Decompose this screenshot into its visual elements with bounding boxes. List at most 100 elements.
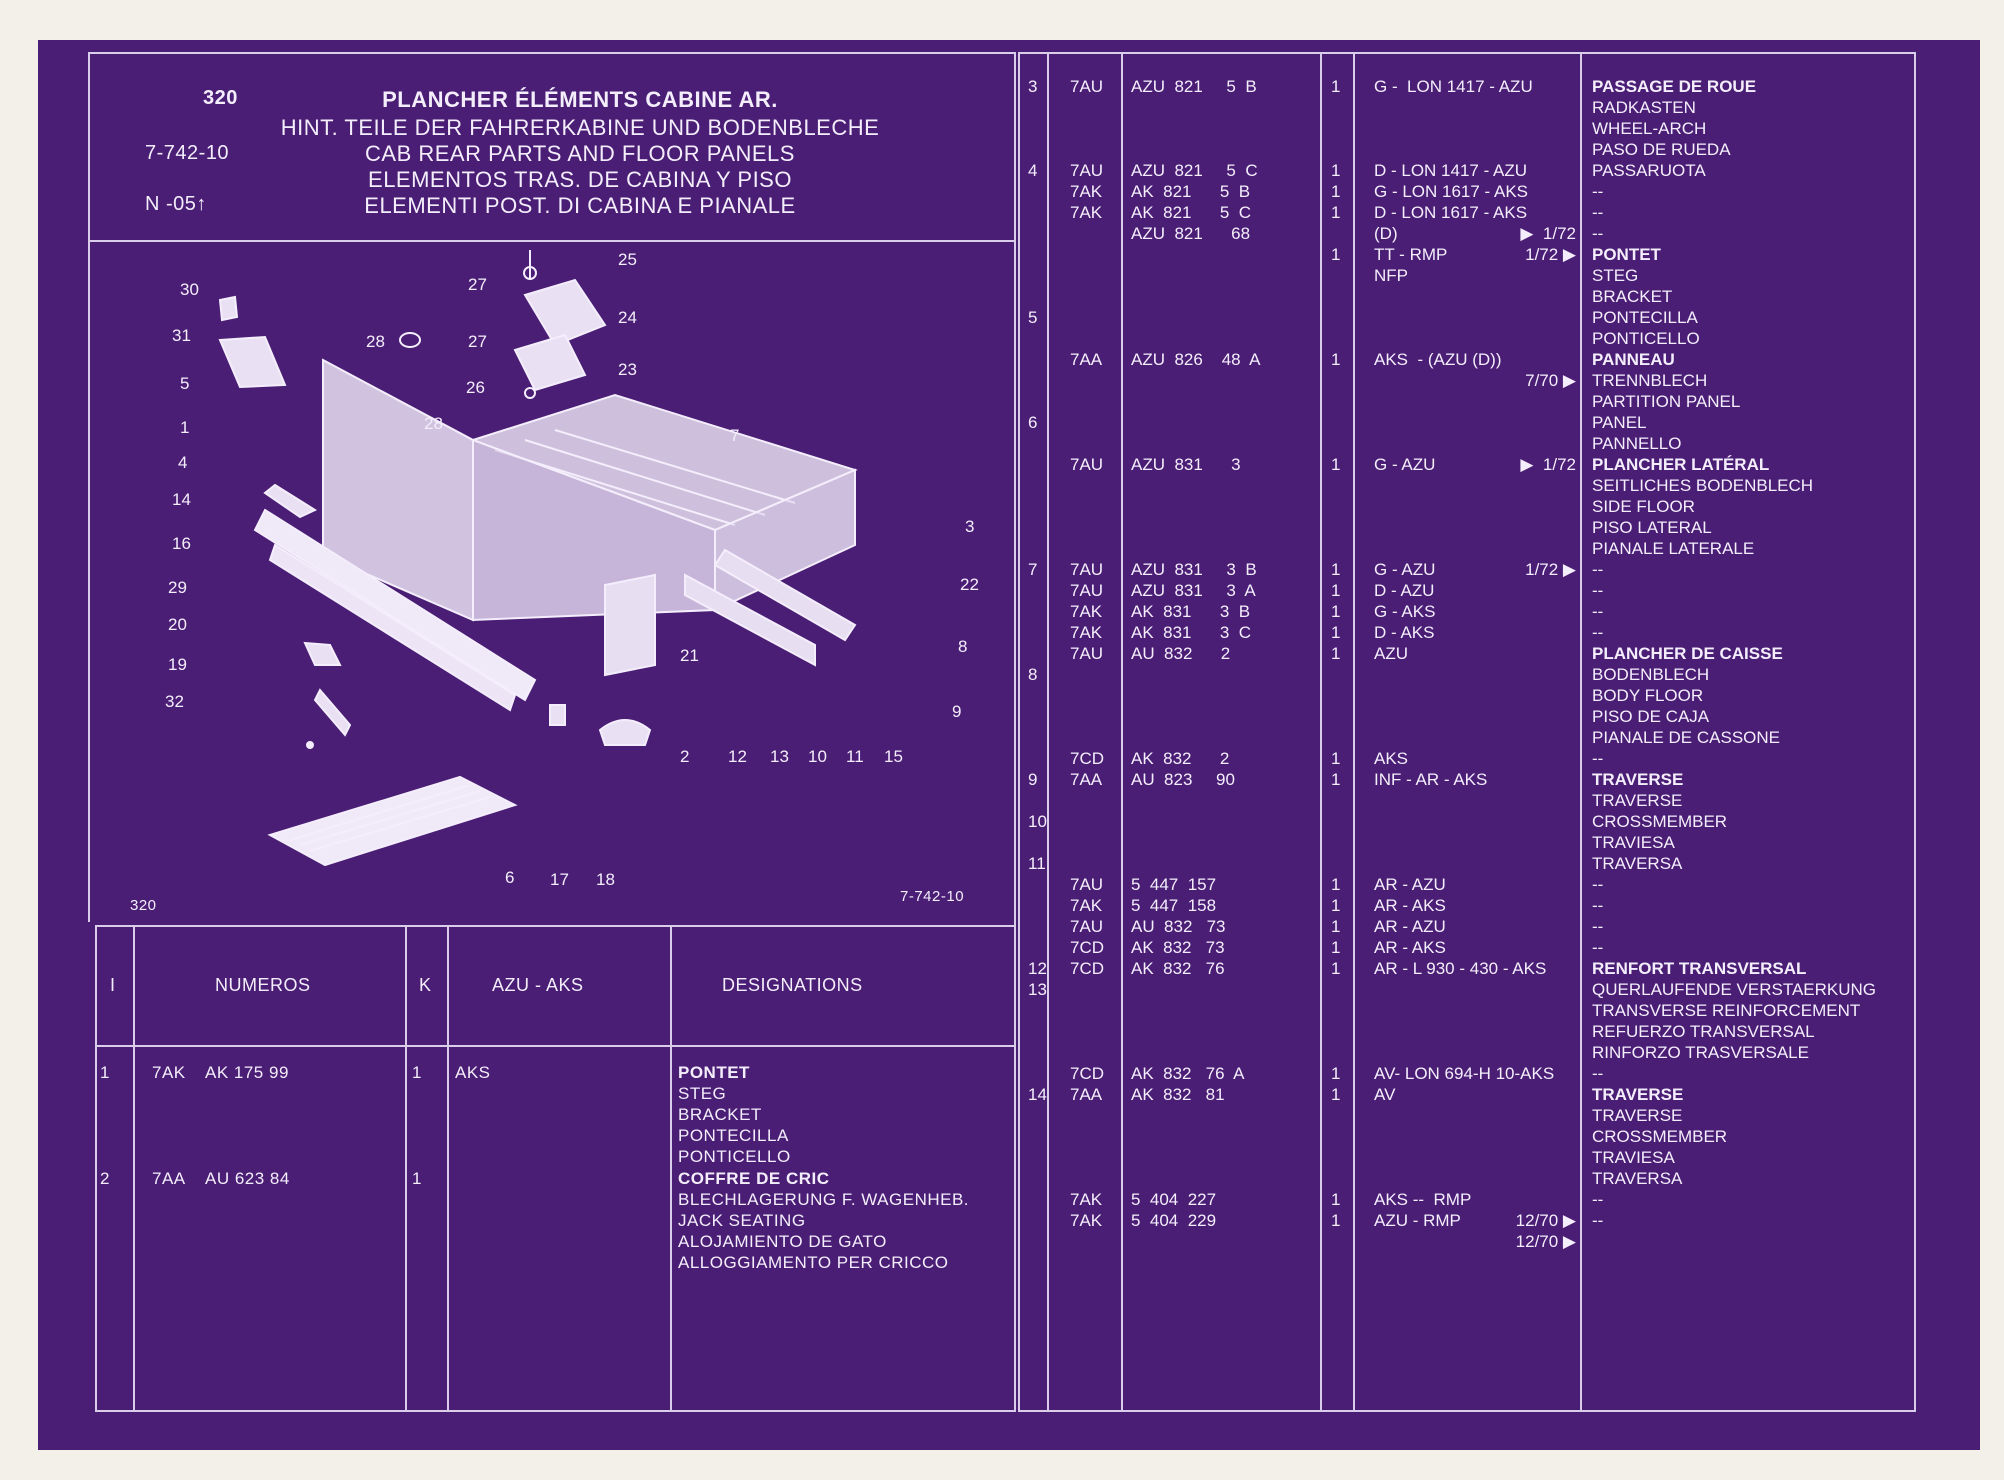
header-code: 7-742-10	[145, 142, 230, 164]
row-mark	[1480, 1063, 1576, 1084]
diagram-ref-left: 320	[130, 897, 157, 914]
row-code	[1070, 1147, 1104, 1168]
callout-20: 20	[168, 615, 187, 634]
row-k: 1	[1331, 875, 1341, 894]
row-code: 7CD	[1070, 938, 1105, 957]
row-item	[1028, 265, 1047, 286]
diagram-ref-right: 7-742-10	[900, 888, 965, 905]
row-number	[1131, 412, 1260, 433]
row-item: 11	[1028, 854, 1046, 873]
row-number: AK 832 73	[1131, 938, 1225, 957]
row-item	[1028, 454, 1047, 475]
row-code	[1070, 790, 1104, 811]
row-k	[1331, 727, 1340, 748]
row-number: AK 175 99	[205, 1063, 289, 1082]
row-k: 1	[1331, 1211, 1341, 1230]
row-designation: --	[1592, 560, 1604, 579]
row-code: 7CD	[1070, 1064, 1105, 1083]
row-k	[1331, 286, 1340, 307]
rule	[95, 1410, 1015, 1412]
row-designation: QUERLAUFENDE VERSTAERKUNG	[1592, 980, 1877, 999]
row-azu: AKS -- RMP	[1374, 1190, 1472, 1209]
row-designation-line: PONTECILLA	[678, 1126, 789, 1145]
callout-6: 6	[505, 868, 515, 887]
row-code	[1070, 664, 1104, 685]
rule	[1014, 52, 1016, 1412]
row-azu: D - LON 1417 - AZU	[1374, 161, 1528, 180]
row-mark	[1480, 139, 1576, 160]
callout-10: 10	[808, 747, 827, 766]
row-mark: 12/70 ▶	[1515, 1211, 1576, 1230]
row-designation: TRAVERSE	[1592, 1085, 1684, 1104]
row-azu: D - LON 1617 - AKS	[1374, 203, 1528, 222]
row-code: 7AA	[1070, 770, 1103, 789]
row-k: 1	[1331, 623, 1341, 642]
row-number: AU 823 90	[1131, 770, 1235, 789]
row-k	[1331, 1042, 1340, 1063]
row-item	[1028, 1042, 1047, 1063]
rule	[133, 925, 135, 1412]
row-k: 1	[1331, 203, 1341, 222]
row-mark: 1/72 ▶	[1525, 560, 1576, 579]
row-number	[1131, 1042, 1260, 1063]
row-item: 7	[1028, 560, 1038, 579]
row-item	[1028, 643, 1047, 664]
row-designation: --	[1592, 1190, 1604, 1209]
col-header-numeros: NUMEROS	[215, 975, 311, 995]
row-mark	[1480, 874, 1576, 895]
row-designation: TRENNBLECH	[1592, 371, 1708, 390]
row-k: 1	[1331, 896, 1341, 915]
row-mark	[1480, 727, 1576, 748]
row-mark	[1480, 412, 1576, 433]
row-item	[1028, 496, 1047, 517]
row-item	[1028, 139, 1047, 160]
row-designation: CROSSMEMBER	[1592, 812, 1728, 831]
rule	[1580, 52, 1582, 1412]
row-mark	[1480, 181, 1576, 202]
rule	[1018, 52, 1916, 54]
side-sill	[253, 508, 537, 702]
row-mark	[1480, 391, 1576, 412]
row-item: 8	[1028, 665, 1038, 684]
row-code	[1070, 706, 1104, 727]
row-code	[1070, 979, 1104, 1000]
row-item	[1028, 349, 1047, 370]
row-mark	[1480, 286, 1576, 307]
row-code	[1070, 496, 1104, 517]
row-number	[1131, 1000, 1260, 1021]
row-k	[1331, 370, 1340, 391]
row-designation: --	[1592, 623, 1604, 642]
row-code: 7AA	[1070, 1085, 1103, 1104]
row-mark	[1480, 1147, 1576, 1168]
row-k	[1331, 811, 1340, 832]
callout-27b: 27	[468, 332, 487, 351]
row-k	[1331, 664, 1340, 685]
row-mark	[1480, 1168, 1576, 1189]
row-number: AK 831 3 C	[1131, 623, 1252, 642]
callout-7: 7	[730, 426, 740, 445]
row-number	[1131, 1021, 1260, 1042]
row-k	[1331, 538, 1340, 559]
row-mark	[1480, 706, 1576, 727]
row-number: AZU 821 5 C	[1131, 161, 1258, 180]
row-item	[1028, 118, 1047, 139]
callout-9: 9	[952, 702, 962, 721]
row-item: 12	[1028, 959, 1047, 978]
row-designation: WHEEL-ARCH	[1592, 119, 1707, 138]
row-k	[1331, 328, 1340, 349]
row-mark	[1480, 118, 1576, 139]
row-number	[1131, 1126, 1260, 1147]
row-code: 7AK	[1070, 602, 1103, 621]
row-designation: BODY FLOOR	[1592, 686, 1704, 705]
row-designation-line: ALOJAMIENTO DE GATO	[678, 1232, 887, 1251]
row-item: 10	[1028, 812, 1047, 831]
row-azu: AKS - (AZU (D))	[1374, 350, 1502, 369]
row-code	[1070, 517, 1104, 538]
rule	[88, 52, 90, 922]
row-item	[1028, 1063, 1047, 1084]
row-mark	[1480, 580, 1576, 601]
row-number: AZU 831 3 B	[1131, 560, 1257, 579]
row-number	[1131, 811, 1260, 832]
row-item	[1028, 97, 1047, 118]
